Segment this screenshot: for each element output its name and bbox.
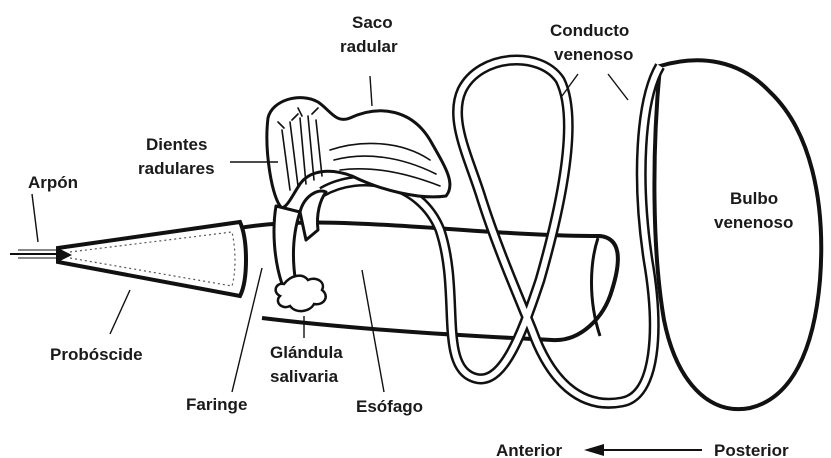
label-saco-1: Saco <box>352 13 393 32</box>
label-saco-2: radular <box>340 37 398 56</box>
direction-arrow <box>584 444 702 456</box>
label-posterior: Posterior <box>714 441 789 458</box>
label-dientes-2: radulares <box>138 159 215 178</box>
label-conducto-2: venenoso <box>554 45 633 64</box>
label-proboscide: Probóscide <box>50 345 143 364</box>
faringe-shape <box>274 206 300 284</box>
label-bulbo-2: venenoso <box>714 213 793 232</box>
label-glandula-2: salivaria <box>270 367 339 386</box>
label-anterior: Anterior <box>496 441 563 458</box>
label-dientes-1: Dientes <box>146 135 207 154</box>
label-arpon: Arpón <box>28 173 78 192</box>
bulbo-venenoso-shape <box>654 60 821 409</box>
label-bulbo-1: Bulbo <box>730 189 778 208</box>
esofago-start <box>300 191 326 240</box>
label-esofago: Esófago <box>356 397 423 416</box>
label-faringe: Faringe <box>186 395 247 414</box>
label-conducto-1: Conducto <box>550 21 629 40</box>
label-glandula-1: Glándula <box>270 343 343 362</box>
proboscide-shape <box>58 222 246 296</box>
